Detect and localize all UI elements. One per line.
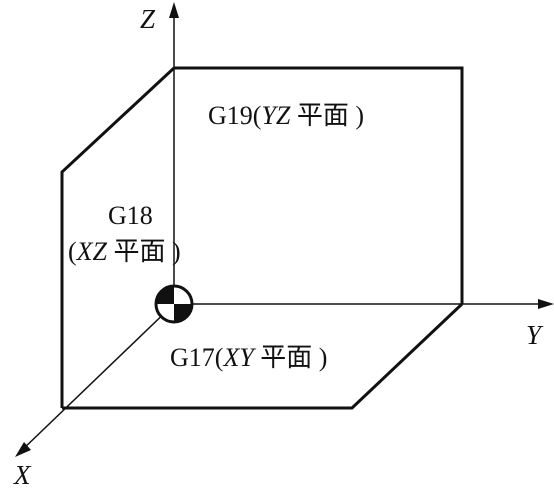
x-axis-arrow [15, 442, 31, 457]
y-axis-label: Y [526, 320, 544, 350]
yz-plane-outline [174, 66, 464, 304]
g18-label-line2: (XZ 平面 ) [68, 237, 181, 266]
origin-symbol-icon [154, 284, 194, 324]
xy-plane-outline [62, 302, 464, 410]
xz-plane-outline [60, 66, 176, 408]
z-axis-arrow [169, 2, 179, 18]
g19-label: G19(YZ 平面 ) [208, 101, 364, 130]
y-axis-arrow [538, 299, 554, 309]
g17-label: G17(XY 平面 ) [170, 343, 327, 372]
g18-label-line1: G18 [108, 201, 153, 230]
x-axis-line [19, 303, 175, 453]
x-axis-label: X [13, 460, 32, 488]
z-axis-label: Z [140, 4, 156, 34]
